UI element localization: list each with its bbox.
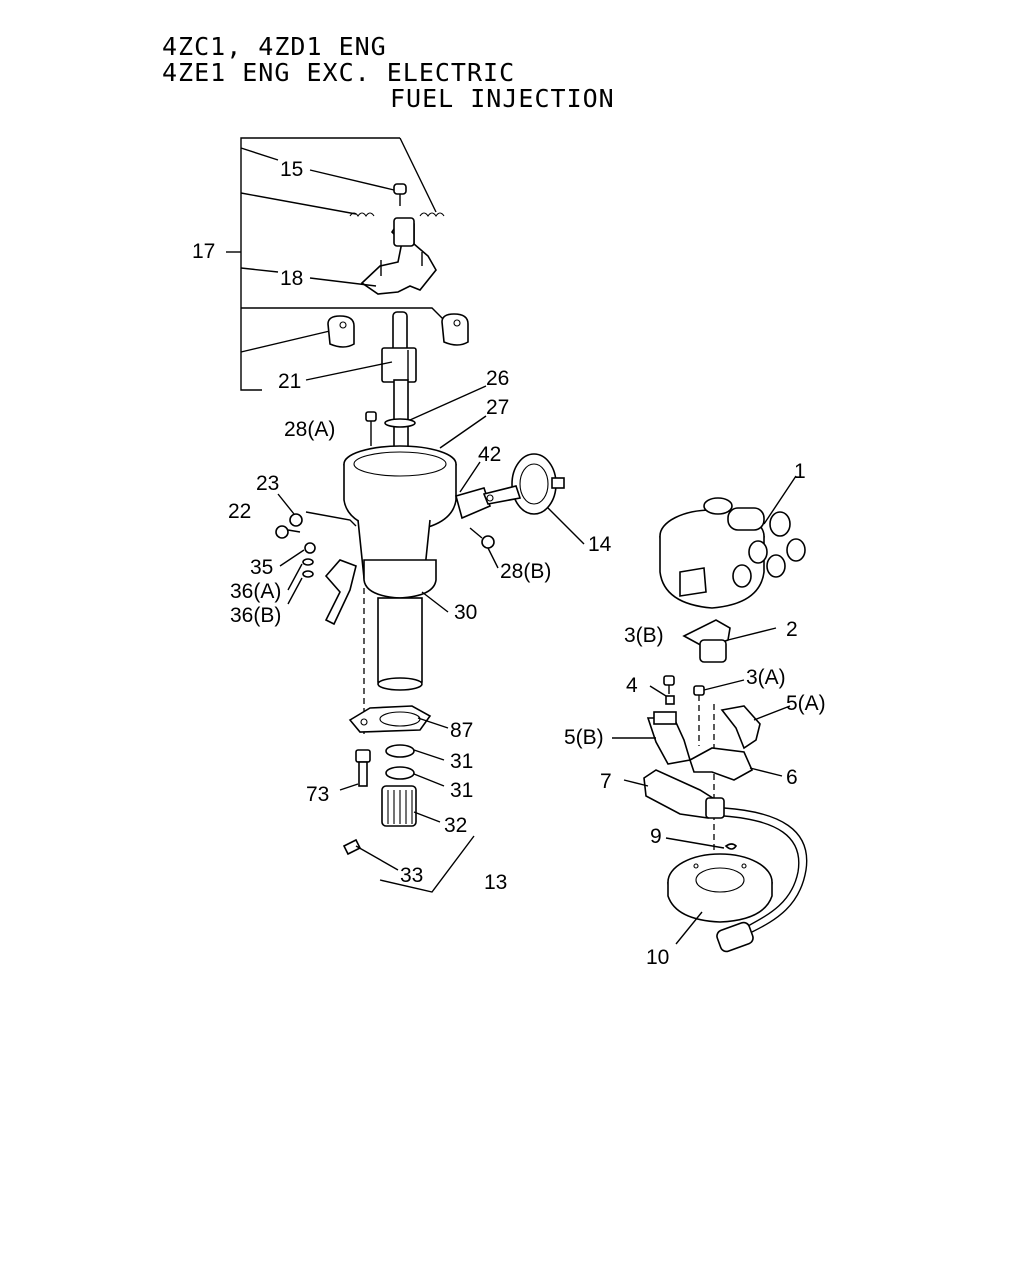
- rotor-2: [682, 619, 731, 663]
- title-line-1: 4ZC1, 4ZD1 ENG: [162, 32, 387, 61]
- o-ring-31-upper: [385, 744, 415, 758]
- clip-9: [724, 843, 738, 850]
- callout-3b: 3(B): [624, 624, 664, 647]
- pickup-assembly: [643, 705, 761, 819]
- callout-23: 23: [256, 472, 279, 495]
- callout-87: 87: [450, 719, 473, 742]
- callout-10: 10: [646, 946, 669, 969]
- callout-6: 6: [786, 766, 798, 789]
- screw-28b: [469, 527, 495, 549]
- bolt-73: [355, 749, 371, 787]
- title-line-3: FUEL INJECTION: [390, 84, 615, 113]
- callout-7: 7: [600, 770, 612, 793]
- pickup-wire: [716, 807, 808, 953]
- drive-gear-32: [381, 785, 417, 827]
- callout-30: 30: [454, 601, 477, 624]
- governor-plate-18: [360, 217, 437, 295]
- screws-3-and-4: [663, 675, 705, 746]
- small-hardware-left: [275, 511, 357, 578]
- callout-42: 42: [478, 443, 501, 466]
- callout-27: 27: [486, 396, 509, 419]
- callout-36b: 36(B): [230, 604, 281, 627]
- callout-28b: 28(B): [500, 560, 551, 583]
- callout-36a: 36(A): [230, 580, 281, 603]
- callout-28a: 28(A): [284, 418, 335, 441]
- callout-73: 73: [306, 783, 329, 806]
- distributor-housing: [324, 445, 491, 691]
- governor-springs: [349, 212, 445, 217]
- callout-21: 21: [278, 370, 301, 393]
- group-13-bracket: [379, 835, 475, 893]
- callout-31-upper: 31: [450, 750, 473, 773]
- callouts: 15 17 18 21 26 27 28(A) 42 23 22 35 36(A…: [192, 158, 826, 969]
- callout-2: 2: [786, 618, 798, 641]
- callout-9: 9: [650, 825, 662, 848]
- callout-5b: 5(B): [564, 726, 604, 749]
- washer-26: [384, 418, 416, 428]
- o-ring-31-lower: [385, 766, 415, 780]
- callout-3a: 3(A): [746, 666, 786, 689]
- leader-lines: [277, 169, 797, 945]
- distributor-cap-1: [659, 497, 806, 609]
- flange-87: [348, 705, 432, 733]
- diagram-title: 4ZC1, 4ZD1 ENG 4ZE1 ENG EXC. ELECTRIC FU…: [162, 34, 615, 112]
- vacuum-advance-14: [482, 453, 565, 515]
- callout-26: 26: [486, 367, 509, 390]
- callout-33: 33: [400, 864, 423, 887]
- callout-18: 18: [280, 267, 303, 290]
- breaker-plate-10: [667, 853, 773, 923]
- callout-35: 35: [250, 556, 273, 579]
- callout-15: 15: [280, 158, 303, 181]
- callout-22: 22: [228, 500, 251, 523]
- callout-13: 13: [484, 871, 507, 894]
- group-17-bracket: [226, 137, 449, 391]
- callout-1: 1: [794, 460, 806, 483]
- screw-28a: [365, 411, 377, 446]
- governor-weights-21: [327, 313, 469, 348]
- callout-32: 32: [444, 814, 467, 837]
- callout-14: 14: [588, 533, 612, 556]
- callout-17: 17: [192, 240, 215, 263]
- title-line-2: 4ZE1 ENG EXC. ELECTRIC: [162, 58, 516, 87]
- callout-5a: 5(A): [786, 692, 826, 715]
- screw-15: [393, 183, 407, 206]
- callout-31-lower: 31: [450, 779, 473, 802]
- callout-4: 4: [626, 674, 638, 697]
